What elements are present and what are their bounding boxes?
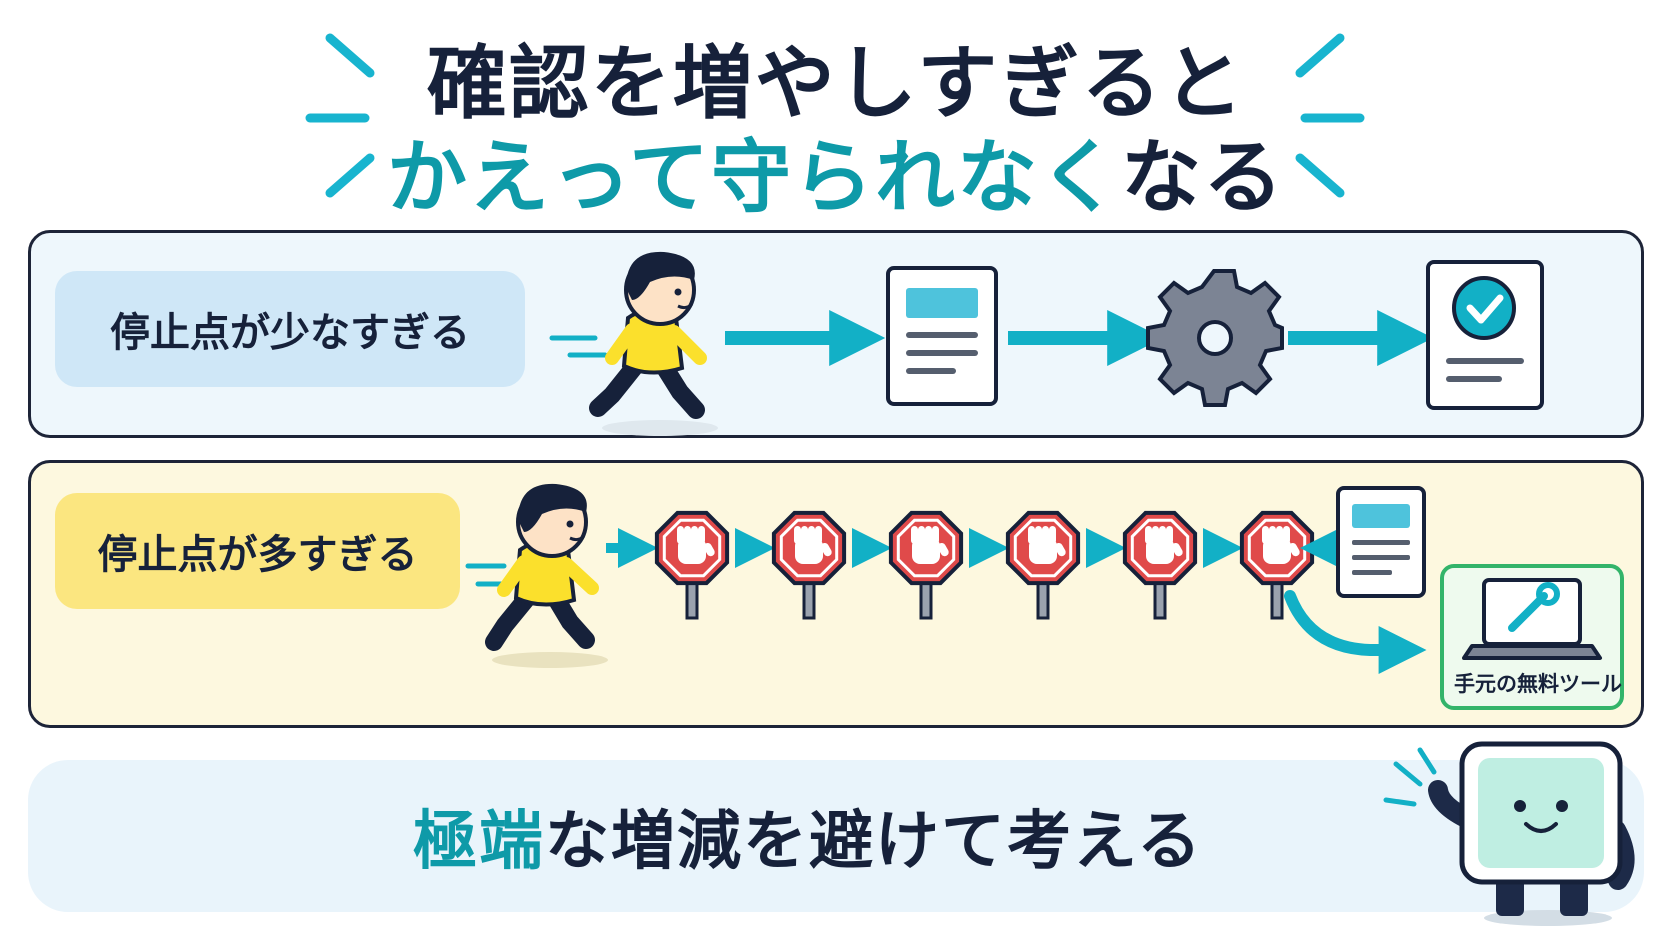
right-burst-icon (1295, 33, 1365, 198)
title-area: 確認を増やしすぎると かえって守られなくなる (0, 18, 1672, 224)
left-burst-icon (305, 33, 375, 198)
few-stops-label: 停止点が少なすぎる (55, 271, 525, 387)
conclusion-rest: な増減を避けて考える (544, 805, 1204, 879)
many-stops-label: 停止点が多すぎる (55, 493, 460, 609)
free-tool-label: 手元の無料ツール (1454, 672, 1622, 696)
runner-icon (465, 483, 608, 668)
gear-icon (1146, 269, 1284, 407)
free-tool-box (1440, 564, 1624, 710)
conclusion-emphasis: 極端 (412, 805, 545, 879)
runner-icon (549, 251, 718, 436)
check-document-icon (1426, 260, 1544, 410)
stop-sign-icon (654, 510, 730, 620)
stop-sign-row (606, 510, 1341, 620)
title-line-2-end: なる (1121, 131, 1285, 224)
mascot-icon (1383, 741, 1635, 926)
conclusion-text: 極端な増減を避けて考える (28, 760, 1588, 912)
title-line-2-emphasis: かえって守られなく (387, 131, 1121, 224)
stop-sign-icon (888, 510, 964, 620)
title-line-1: 確認を増やしすぎると (426, 37, 1246, 130)
document-icon (1336, 486, 1426, 598)
stop-sign-icon (771, 510, 847, 620)
document-icon (886, 266, 998, 406)
conclusion-bar: 極端な増減を避けて考える (28, 760, 1644, 912)
stop-sign-icon (1239, 510, 1315, 620)
laptop-wrench-icon (1462, 578, 1602, 660)
stop-sign-icon (1122, 510, 1198, 620)
stop-sign-icon (1005, 510, 1081, 620)
title-line-2: かえって守られなくなる (0, 130, 1672, 226)
